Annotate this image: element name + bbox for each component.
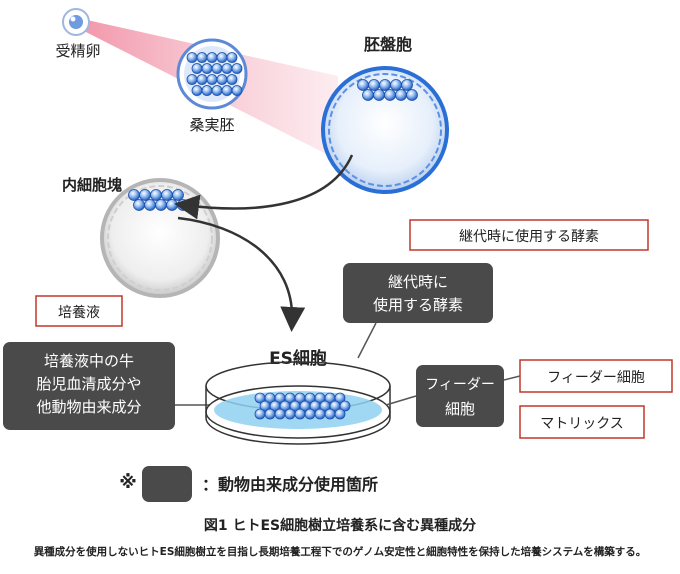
- cell-icon: [155, 199, 167, 211]
- cell-icon: [139, 189, 151, 201]
- serum-line-3: 他動物由来成分: [36, 398, 141, 416]
- figure-description: 異種成分を使用しないヒトES細胞樹立を目指し長期培養工程下でのゲノム安定性と細胞…: [33, 546, 647, 558]
- serum-dark-box: 培養液中の牛 胎児血清成分や 他動物由来成分: [3, 342, 175, 430]
- legend: ※ ：動物由来成分使用箇所: [119, 466, 378, 502]
- cell-icon: [150, 189, 162, 201]
- blastocyst-label: 胚盤胞: [364, 35, 412, 54]
- serum-line-1: 培養液中の牛: [44, 352, 134, 370]
- cell-icon: [334, 408, 346, 420]
- cell-icon: [191, 85, 203, 96]
- cell-icon: [201, 85, 213, 96]
- cell-icon: [161, 189, 173, 201]
- cell-icon: [186, 52, 198, 63]
- feeder-line-1: フィーダー: [425, 377, 495, 393]
- cell-icon: [231, 85, 243, 96]
- cell-icon: [201, 63, 213, 74]
- arrow-icm-to-es: [177, 216, 306, 332]
- cell-icon: [379, 79, 391, 91]
- cell-icon: [221, 85, 233, 96]
- cell-icon: [191, 63, 203, 74]
- cell-icon: [294, 408, 306, 420]
- culture-medium-box: 培養液: [35, 295, 123, 327]
- cell-icon: [221, 63, 233, 74]
- cell-icon: [264, 408, 276, 420]
- enzyme-dark-box: 継代時に 使用する酵素: [343, 263, 493, 323]
- cell-icon: [226, 74, 238, 85]
- legend-swatch: [142, 466, 192, 502]
- serum-line-2: 胎児血清成分や: [36, 375, 141, 393]
- feeder-to-red-connector: [503, 375, 521, 381]
- cell-icon: [196, 52, 208, 63]
- matrix-box: マトリックス: [519, 405, 645, 439]
- cell-icon: [368, 79, 380, 91]
- blastocyst-icon: [321, 66, 449, 194]
- cell-icon: [211, 85, 223, 96]
- cell-icon: [216, 74, 228, 85]
- cell-icon: [196, 74, 208, 85]
- cell-icon: [384, 89, 396, 101]
- feeder-dark-box: フィーダー 細胞: [416, 365, 504, 427]
- feeder-cells-box: フィーダー細胞: [519, 359, 673, 393]
- cell-icon: [373, 89, 385, 101]
- cell-icon: [211, 63, 223, 74]
- enzyme-line-2: 使用する酵素: [373, 296, 463, 314]
- es-cells-label: ES細胞: [269, 348, 327, 369]
- enzyme-connector: [357, 322, 377, 359]
- fertilized-egg-label: 受精卵: [55, 42, 100, 60]
- culture-medium-text: 培養液: [58, 304, 100, 321]
- cell-icon: [357, 79, 369, 91]
- cell-icon: [144, 199, 156, 211]
- cell-icon: [284, 408, 296, 420]
- arrow-blastocyst-to-icm: [174, 154, 354, 220]
- cell-icon: [216, 52, 228, 63]
- cell-icon: [254, 408, 266, 420]
- enzyme-line-1: 継代時に: [388, 273, 448, 291]
- cell-icon: [339, 400, 351, 412]
- feeder-cells-text: フィーダー細胞: [547, 370, 645, 386]
- passage-enzyme-box: 継代時に使用する酵素: [409, 219, 649, 251]
- cell-icon: [334, 392, 346, 404]
- cell-icon: [395, 89, 407, 101]
- cell-icon: [206, 74, 218, 85]
- legend-text: ：動物由来成分使用箇所: [202, 475, 378, 494]
- cell-icon: [390, 79, 402, 91]
- feeder-connector: [385, 395, 417, 406]
- morula-icon: [176, 38, 248, 110]
- feeder-line-2: 細胞: [445, 400, 475, 418]
- cell-icon: [324, 408, 336, 420]
- cell-icon: [314, 408, 326, 420]
- passage-enzyme-text: 継代時に使用する酵素: [459, 228, 599, 245]
- cell-icon: [304, 408, 316, 420]
- inner-cell-mass-label: 内細胞塊: [62, 176, 122, 194]
- morula-label: 桑実胚: [189, 116, 234, 134]
- matrix-text: マトリックス: [540, 416, 624, 432]
- cell-icon: [133, 199, 145, 211]
- cell-icon: [166, 199, 178, 211]
- cell-icon: [401, 79, 413, 91]
- cell-icon: [362, 89, 374, 101]
- cell-icon: [274, 408, 286, 420]
- cell-icon: [128, 189, 140, 201]
- cell-icon: [172, 189, 184, 201]
- cell-icon: [206, 52, 218, 63]
- legend-mark: ※: [119, 472, 137, 493]
- fertilized-egg-icon: [62, 8, 90, 36]
- cell-icon: [226, 52, 238, 63]
- petri-dish-icon: [205, 361, 391, 445]
- figure-title: 図1 ヒトES細胞樹立培養系に含む異種成分: [203, 518, 477, 534]
- inner-cell-mass-icon: [100, 178, 220, 298]
- cell-icon: [406, 89, 418, 101]
- cell-icon: [231, 63, 243, 74]
- cell-icon: [186, 74, 198, 85]
